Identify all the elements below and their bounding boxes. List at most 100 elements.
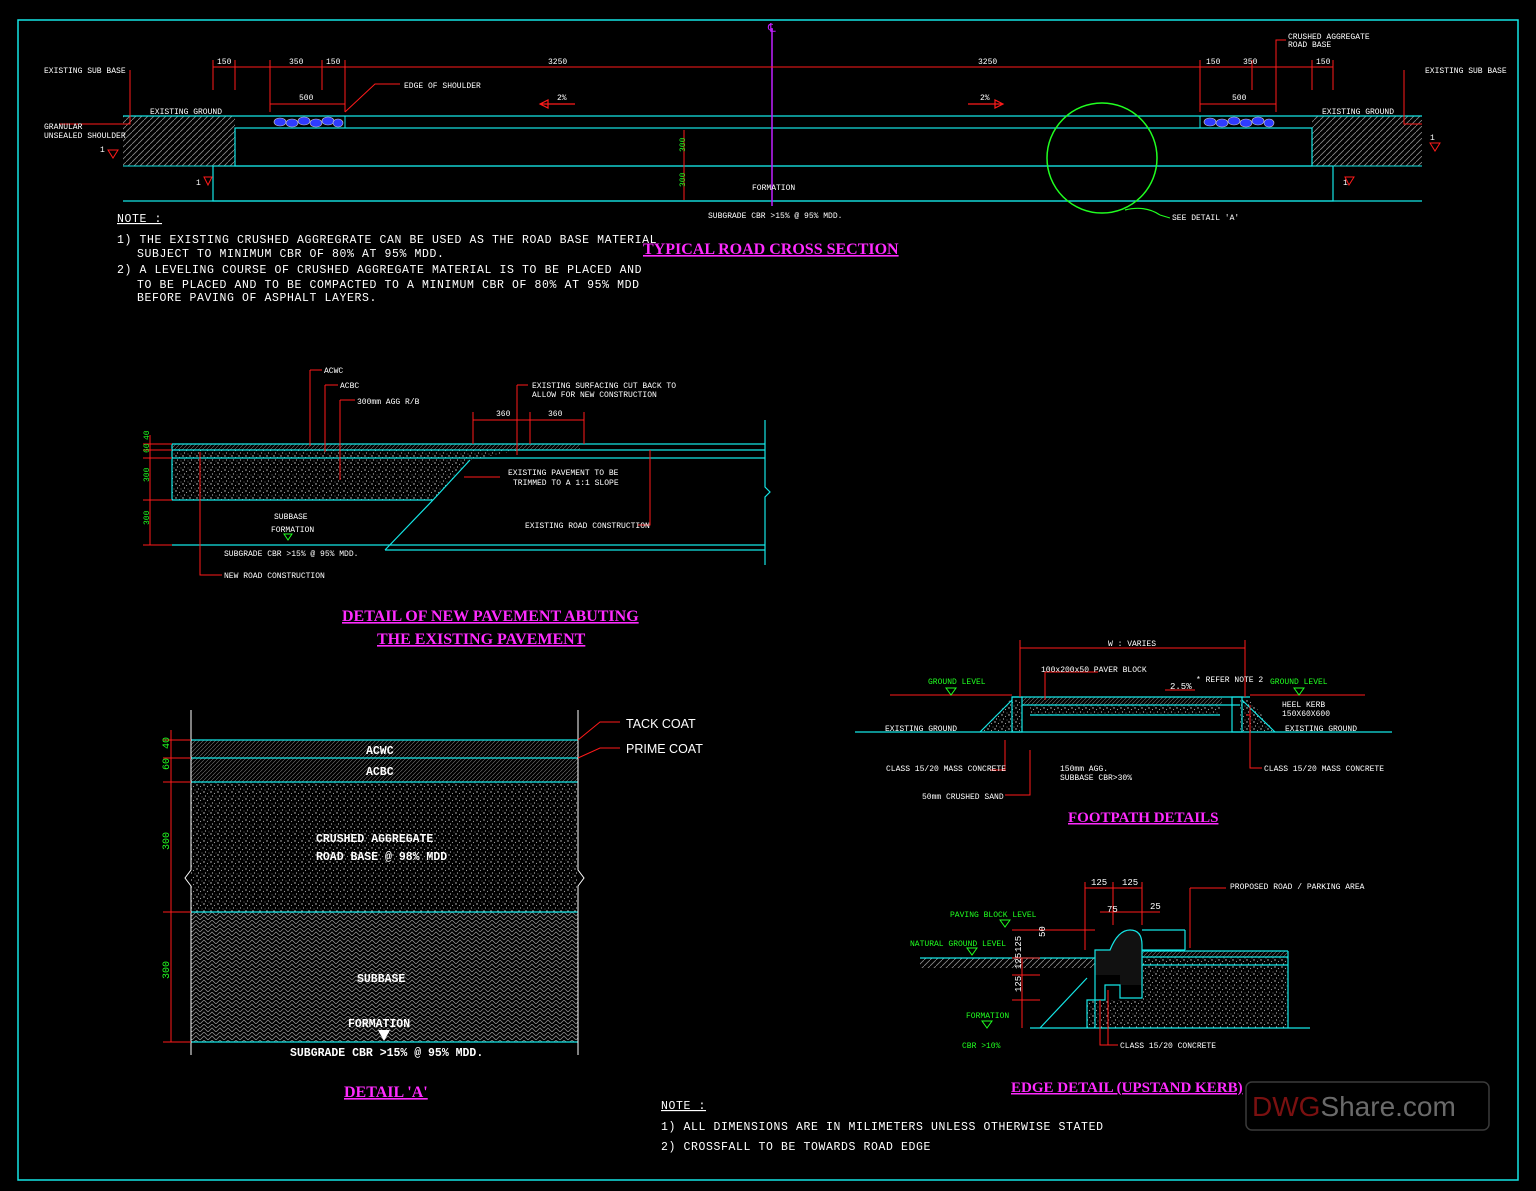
see-detail-a: SEE DETAIL 'A': [1172, 214, 1239, 223]
abut-subgrade: SUBGRADE CBR >15% @ 95% MDD.: [224, 550, 358, 559]
edge-of-shoulder-label: EDGE OF SHOULDER: [404, 82, 481, 91]
footpath-detail: W : VARIES 100x200x50 PAVER BLOCK * REFE…: [855, 640, 1392, 826]
slope-right: 2%: [980, 94, 990, 103]
section-mark-right-1: 1: [1430, 134, 1435, 143]
sheet-border: [17, 19, 1519, 1181]
abut-cutback-2: ALLOW FOR NEW CONSTRUCTION: [532, 391, 657, 400]
watermark-logo: DWGShare.com: [1245, 1081, 1490, 1131]
detail-a-subgrade: SUBGRADE CBR >15% @ 95% MDD.: [290, 1047, 483, 1060]
existing-ground-right: EXISTING GROUND: [1322, 108, 1394, 117]
slope-left: 2%: [557, 94, 567, 103]
fp-existing-ground-right: EXISTING GROUND: [1285, 725, 1357, 734]
depth-300-b: 300: [679, 172, 688, 187]
general-notes: NOTE : 1) ALL DIMENSIONS ARE IN MILIMETE…: [661, 1100, 1104, 1154]
dim-500-a: 500: [299, 94, 314, 103]
abut-formation: FORMATION: [271, 526, 314, 535]
fp-existing-ground-left: EXISTING GROUND: [885, 725, 957, 734]
abutting-title-2: THE EXISTING PAVEMENT: [377, 631, 586, 648]
abut-dim-300-b: 300: [143, 510, 152, 525]
fp-refer: * REFER NOTE 2: [1196, 676, 1263, 685]
detail-a-dim-300-a: 300: [162, 832, 173, 850]
fp-ground-level-left: GROUND LEVEL: [928, 678, 986, 687]
abut-new-road: NEW ROAD CONSTRUCTION: [224, 572, 325, 581]
footpath-title: FOOTPATH DETAILS: [1068, 810, 1218, 826]
abutting-pavement-detail: ACWC ACBC 300mm AGG R/B EXISTING SURFACI…: [143, 367, 771, 648]
detail-a-acwc: ACWC: [366, 745, 394, 758]
fp-heel-kerb-2: 150X60X600: [1282, 710, 1330, 719]
edge-formation: FORMATION: [966, 1012, 1009, 1021]
cs-note-2c: BEFORE PAVING OF ASPHALT LAYERS.: [137, 292, 377, 305]
edge-class: CLASS 15/20 CONCRETE: [1120, 1042, 1216, 1051]
fp-ground-level-right: GROUND LEVEL: [1270, 678, 1328, 687]
dim-3250-b: 3250: [978, 58, 997, 67]
crushed-agg-label-1: CRUSHED AGGREGATE: [1288, 33, 1370, 42]
edge-detail-title: EDGE DETAIL (UPSTAND KERB): [1011, 1080, 1243, 1096]
existing-sub-base-right: EXISTING SUB BASE: [1425, 67, 1507, 76]
cross-section-title: TYPICAL ROAD CROSS SECTION: [643, 241, 899, 258]
section-mark-left-2: 1: [196, 179, 201, 188]
detail-a-acbc: ACBC: [366, 766, 394, 779]
abut-acbc: ACBC: [340, 382, 359, 391]
abut-acwc: ACWC: [324, 367, 343, 376]
existing-sub-base-left: EXISTING SUB BASE: [44, 67, 126, 76]
dim-350-a: 350: [289, 58, 304, 67]
edge-detail: PROPOSED ROAD / PARKING AREA PAVING BLOC…: [910, 878, 1365, 1096]
edge-proposed: PROPOSED ROAD / PARKING AREA: [1230, 883, 1365, 892]
detail-a-formation: FORMATION: [348, 1018, 410, 1031]
edge-dim-125-e: 125: [1014, 976, 1024, 992]
abut-subbase: SUBBASE: [274, 513, 308, 522]
subgrade-label: SUBGRADE CBR >15% @ 95% MDD.: [708, 212, 842, 221]
abut-agg: 300mm AGG R/B: [357, 398, 420, 407]
tack-coat-label: TACK COAT: [626, 717, 696, 731]
edge-dim-75: 75: [1107, 905, 1118, 915]
fp-class-left: CLASS 15/20 MASS CONCRETE: [886, 765, 1006, 774]
fp-sand: 50mm CRUSHED SAND: [922, 793, 1004, 802]
abut-cutback-1: EXISTING SURFACING CUT BACK TO: [532, 382, 676, 391]
typical-road-cross-section: ℄ 150 350 150 3250 3250 150 350: [44, 21, 1507, 305]
crushed-agg-label-2: ROAD BASE: [1288, 41, 1331, 50]
abut-dim-40: 40: [143, 430, 152, 440]
edge-dim-125-c: 125: [1014, 936, 1024, 952]
general-note-heading: NOTE :: [661, 1100, 706, 1113]
dim-500-b: 500: [1232, 94, 1247, 103]
abut-360-a: 360: [496, 410, 511, 419]
fp-paver: 100x200x50 PAVER BLOCK: [1041, 666, 1147, 675]
abut-dim-60: 60: [143, 443, 152, 453]
dim-150-d: 150: [1316, 58, 1331, 67]
detail-a-dim-300-b: 300: [162, 961, 173, 979]
granular-label-2: UNSEALED SHOULDER: [44, 132, 126, 141]
general-note-2: 2) CROSSFALL TO BE TOWARDS ROAD EDGE: [661, 1141, 931, 1154]
centerline-symbol: ℄: [767, 21, 776, 35]
cs-note-1b: SUBJECT TO MINIMUM CBR OF 80% AT 95% MDD…: [137, 248, 445, 261]
edge-natural-level: NATURAL GROUND LEVEL: [910, 940, 1006, 949]
fp-slope: 2.5%: [1170, 682, 1192, 692]
abut-existing-road: EXISTING ROAD CONSTRUCTION: [525, 522, 650, 531]
detail-a-crushed-2: ROAD BASE @ 98% MDD: [316, 851, 447, 864]
abut-360-b: 360: [548, 410, 563, 419]
edge-dim-25: 25: [1150, 902, 1161, 912]
depth-300-a: 300: [679, 137, 688, 152]
abutting-title-1: DETAIL OF NEW PAVEMENT ABUTING: [342, 608, 639, 625]
svg-text:DWGShare.com: DWGShare.com: [1252, 1091, 1456, 1122]
general-note-1: 1) ALL DIMENSIONS ARE IN MILIMETERS UNLE…: [661, 1121, 1104, 1134]
detail-a-subbase: SUBBASE: [357, 973, 405, 986]
dim-150-b: 150: [326, 58, 341, 67]
edge-paving-level: PAVING BLOCK LEVEL: [950, 911, 1037, 920]
abut-trimmed-1: EXISTING PAVEMENT TO BE: [508, 469, 619, 478]
detail-a-dim-40: 40: [162, 737, 173, 749]
edge-dim-50: 50: [1038, 926, 1048, 937]
edge-dim-125-b: 125: [1122, 878, 1138, 888]
watermark-part2: Share.com: [1320, 1091, 1455, 1122]
watermark-part1: DWG: [1252, 1091, 1320, 1122]
dim-150-c: 150: [1206, 58, 1221, 67]
edge-dim-125-a: 125: [1091, 878, 1107, 888]
granular-label-1: GRANULAR: [44, 123, 83, 132]
fp-class-right: CLASS 15/20 MASS CONCRETE: [1264, 765, 1384, 774]
formation-label: FORMATION: [752, 184, 795, 193]
detail-a-dim-60: 60: [162, 758, 173, 770]
fp-w-varies: W : VARIES: [1108, 640, 1156, 649]
section-mark-right-2: 1: [1343, 179, 1348, 188]
edge-dim-125-d: 125: [1014, 953, 1024, 969]
prime-coat-label: PRIME COAT: [626, 742, 703, 756]
